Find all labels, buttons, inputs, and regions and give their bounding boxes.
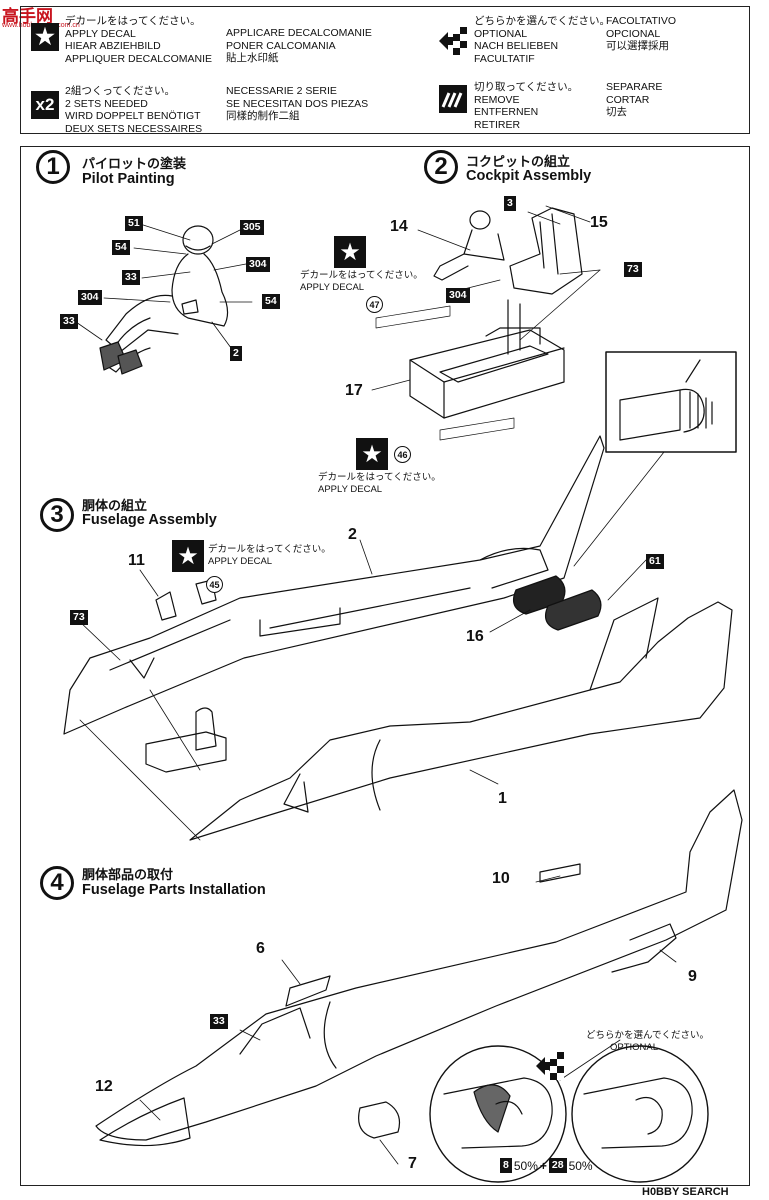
watermark-brand: 高手网	[2, 7, 53, 27]
detail-circle-a	[429, 1045, 567, 1183]
part-number: 9	[688, 968, 697, 985]
part-number: 16	[466, 628, 484, 645]
decal-callout-en: APPLY DECAL	[318, 484, 383, 495]
decal-number: 46	[394, 446, 411, 463]
step-4-title-jp: 胴体部品の取付	[82, 867, 174, 882]
decal-callout-jp: デカールをはってください。	[208, 544, 331, 555]
cut-icon	[439, 85, 467, 113]
optional-callout-jp: どちらかを選んでください。	[586, 1030, 710, 1041]
step-2-title-en: Cockpit Assembly	[466, 168, 592, 184]
decal-number: 45	[206, 576, 223, 593]
decal-callout-jp: デカールをはってください。	[300, 270, 423, 281]
part-number: 17	[345, 382, 363, 399]
part-number: 1	[498, 790, 507, 807]
color-badge: 8	[500, 1158, 512, 1173]
step-2-title-jp: コクピットの組立	[466, 154, 571, 169]
seated-pilot-drawing	[433, 210, 505, 281]
ejection-seat-drawing	[507, 207, 583, 355]
two-sets-icon: x2	[31, 91, 59, 119]
watermark-hobbysearch: H0BBY SEARCH	[642, 1186, 729, 1198]
step-4-number: 4	[40, 866, 74, 900]
step-1-title-jp: パイロットの塗装	[82, 156, 187, 171]
decal-number: 47	[366, 296, 383, 313]
part-number: 11	[128, 552, 145, 569]
part-number: 15	[590, 214, 608, 231]
decal-callout-en: APPLY DECAL	[208, 556, 273, 567]
fuselage-half-drawing	[63, 435, 605, 735]
mix-plus: +	[539, 1158, 547, 1173]
color-badge: 73	[70, 610, 88, 625]
color-badge: 2	[230, 346, 242, 361]
step-4-title-en: Fuselage Parts Installation	[82, 882, 266, 898]
fuselage-other-half-drawing	[189, 597, 733, 841]
color-badge: 304	[446, 288, 470, 303]
star-icon: ★	[334, 236, 366, 268]
part-number: 6	[256, 940, 265, 957]
part-number: 14	[390, 218, 408, 235]
cockpit-insert-drawing	[145, 707, 227, 773]
part-number: 12	[95, 1078, 113, 1095]
color-badge: 73	[624, 262, 642, 277]
color-badge: 305	[240, 220, 264, 235]
mix-percent: 50%	[568, 1158, 593, 1173]
color-badge: 33	[122, 270, 140, 285]
step-3-title-jp: 胴体の組立	[82, 498, 148, 513]
mix-percent: 50%	[513, 1158, 538, 1173]
step-3-number: 3	[40, 498, 74, 532]
step-3-title-en: Fuselage Assembly	[82, 512, 217, 528]
intake-parts-drawing	[513, 575, 602, 631]
color-badge: 33	[210, 1014, 228, 1029]
optional-arrow-icon	[439, 27, 467, 60]
star-icon: ★	[172, 540, 204, 572]
color-badge: 304	[246, 257, 270, 272]
step-1-title-en: Pilot Painting	[82, 171, 175, 187]
star-icon: ★	[356, 438, 388, 470]
step-2-number: 2	[424, 150, 458, 184]
decal-callout-jp: デカールをはってください。	[318, 472, 441, 483]
color-badge: 54	[112, 240, 130, 255]
aircraft-assembled-drawing	[95, 789, 743, 1141]
color-badge: 54	[262, 294, 280, 309]
color-badge: 3	[504, 196, 516, 211]
part-number: 7	[408, 1155, 417, 1172]
cockpit-tub-drawing	[409, 327, 565, 419]
nose-cone-drawing	[99, 1097, 191, 1147]
color-badge: 51	[125, 216, 143, 231]
color-badge: 33	[60, 314, 78, 329]
instructions-frame	[20, 146, 750, 1186]
pilot-figure-drawing	[99, 225, 229, 375]
part-number: 2	[348, 526, 357, 543]
optional-callout-en: OPTIONAL	[610, 1042, 659, 1053]
star-icon: ★	[31, 23, 59, 51]
detail-circle-b	[571, 1045, 709, 1183]
color-badge: 28	[548, 1158, 567, 1173]
exhaust-detail-inset	[605, 351, 737, 453]
step-1-number: 1	[36, 150, 70, 184]
color-badge: 61	[646, 554, 664, 569]
part-number: 10	[492, 870, 510, 887]
color-badge: 304	[78, 290, 102, 305]
optional-arrow-icon	[536, 1052, 564, 1085]
decal-callout-en: APPLY DECAL	[300, 282, 365, 293]
color-mix-note: 8 50% + 28 50%	[500, 1158, 593, 1173]
